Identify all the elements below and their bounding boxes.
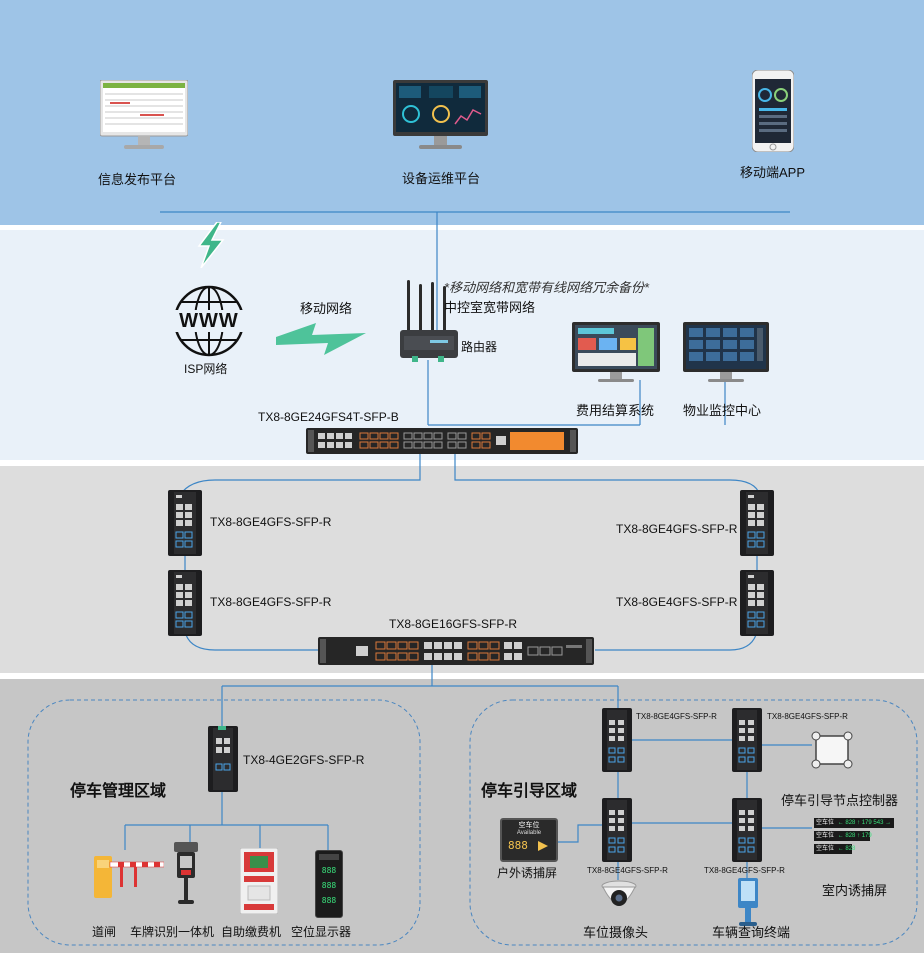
router-label: 路由器 — [461, 340, 498, 354]
guide-switch-bl-icon — [602, 798, 632, 862]
indoor-screen-row-3: 空车位 ← 828 — [814, 844, 855, 854]
indoor-row3-title: 空车位 — [816, 846, 835, 852]
guide-switch-bl-label: TX8-8GE4GFS-SFP-R — [587, 866, 668, 875]
ring-right-top-line — [454, 452, 761, 496]
guide-switch-tl-label: TX8-8GE4GFS-SFP-R — [636, 712, 717, 721]
vacancy-display-header — [319, 854, 339, 860]
guide-switch-br-label: TX8-8GE4GFS-SFP-R — [704, 866, 785, 875]
ops-platform-monitor-icon — [393, 80, 488, 149]
mgmt-switch-label: TX8-4GE2GFS-SFP-R — [243, 753, 365, 767]
ring-switch-right-top-label: TX8-8GE4GFS-SFP-R — [616, 522, 738, 536]
ring-switch-left-top-label: TX8-8GE4GFS-SFP-R — [210, 515, 332, 529]
property-center-label: 物业监控中心 — [683, 403, 762, 418]
outdoor-screen-title: 空车位 — [518, 822, 540, 829]
mobile-app-label: 移动端APP — [740, 165, 806, 180]
parking-mgmt-area-outline — [27, 699, 421, 946]
vacancy-display-icon: 888 888 888 — [315, 850, 343, 918]
core-switch-label: TX8-8GE24GFS4T-SFP-B — [258, 410, 399, 424]
outdoor-arrow-icon — [538, 841, 548, 851]
indoor-row2-up: ↑ 179 — [857, 833, 872, 839]
ring-left-bottom-line — [184, 631, 320, 651]
indoor-screen-row-1: 空车位 ← 828 ↑ 179 543 → — [814, 818, 894, 828]
indoor-row2-left: ← 828 — [837, 833, 856, 839]
billing-system-label: 费用结算系统 — [576, 403, 655, 418]
ring-switch-left-bottom-label: TX8-8GE4GFS-SFP-R — [210, 595, 332, 609]
control-broadband-label: 中控室宽带网络 — [444, 300, 536, 315]
guide-switch-br-icon — [732, 798, 762, 862]
outdoor-screen-digits: 888 — [508, 839, 528, 852]
outdoor-screen-label: 户外诱捕屏 — [497, 866, 558, 880]
bottom-band-background — [0, 679, 924, 953]
indoor-screen-row-2: 空车位 ← 828 ↑ 179 — [814, 831, 872, 841]
ring-switch-right-bottom-icon — [740, 570, 774, 636]
property-center-monitor-icon — [683, 322, 769, 382]
self-payment-machine-icon — [240, 848, 278, 914]
middle-band-background — [0, 230, 924, 460]
outdoor-screen-icon: 空车位 Available 888 — [500, 818, 558, 862]
ops-platform-label: 设备运维平台 — [402, 171, 481, 186]
billing-system-monitor-icon — [572, 322, 660, 382]
vacancy-digit-row-1: 888 — [321, 866, 337, 875]
node-controller-icon — [811, 731, 853, 769]
isp-network-label: ISP网络 — [184, 362, 228, 376]
indoor-row2-title: 空车位 — [816, 833, 835, 839]
parking-guide-area-outline — [469, 699, 918, 946]
vacancy-digit-row-3: 888 — [321, 896, 337, 905]
guide-switch-tr-icon — [732, 708, 762, 772]
barrier-label: 道闸 — [92, 925, 117, 939]
parking-guide-title: 停车引导区域 — [481, 783, 578, 800]
plate-recognition-label: 车牌识别一体机 — [130, 925, 215, 939]
query-terminal-icon — [738, 878, 758, 926]
core-switch-icon — [306, 428, 578, 454]
ring-switch-left-bottom-icon — [168, 570, 202, 636]
vacancy-display-label: 空位显示器 — [291, 925, 352, 939]
wireless-lightning-icon — [197, 222, 225, 268]
vacancy-digit-row-2: 888 — [321, 881, 337, 890]
indoor-row1-right: 543 → — [873, 820, 892, 826]
plate-recognition-icon — [174, 842, 198, 904]
camera-label: 车位摄像头 — [583, 925, 649, 940]
parking-camera-icon — [601, 880, 637, 906]
ring-switch-right-top-icon — [740, 490, 774, 556]
backup-note: *移动网络和宽带有线网络冗余备份* — [444, 280, 650, 295]
aggregation-switch-icon — [318, 637, 594, 665]
mgmt-switch-icon — [208, 726, 238, 792]
query-terminal-label: 车辆查询终端 — [712, 925, 791, 940]
www-globe-icon — [172, 285, 246, 357]
www-text: WWW — [179, 310, 239, 332]
mobile-network-label: 移动网络 — [300, 301, 353, 316]
indoor-screen-label: 室内诱捕屏 — [822, 883, 888, 898]
indoor-screen-stack: 空车位 ← 828 ↑ 179 543 → 空车位 ← 828 ↑ 179 空车… — [814, 818, 894, 856]
ring-switch-left-top-icon — [168, 490, 202, 556]
ring-right-bottom-line — [595, 631, 758, 651]
indoor-row1-title: 空车位 — [816, 820, 835, 826]
node-controller-label: 停车引导节点控制器 — [781, 793, 899, 808]
indoor-row1-up: ↑ 179 — [857, 820, 872, 826]
outdoor-screen-link — [555, 824, 604, 843]
ring-switch-right-bottom-label: TX8-8GE4GFS-SFP-R — [616, 595, 738, 609]
guide-switch-tl-icon — [602, 708, 632, 772]
self-payment-label: 自助缴费机 — [221, 925, 282, 939]
parking-mgmt-title: 停车管理区域 — [70, 783, 167, 800]
indoor-row3-left: ← 828 — [837, 846, 856, 852]
indoor-row1-left: ← 828 — [837, 820, 856, 826]
info-platform-monitor-icon — [100, 80, 188, 149]
mobile-phone-icon — [752, 70, 794, 152]
router-icon — [400, 280, 458, 362]
info-platform-label: 信息发布平台 — [98, 172, 177, 187]
guide-switch-tr-label: TX8-8GE4GFS-SFP-R — [767, 712, 848, 721]
aggregation-switch-label: TX8-8GE16GFS-SFP-R — [389, 617, 518, 631]
barrier-gate-icon — [94, 856, 164, 898]
ring-left-top-line — [179, 452, 421, 496]
outdoor-screen-sub: Available — [516, 830, 542, 836]
mobile-lightning-icon — [276, 323, 366, 355]
